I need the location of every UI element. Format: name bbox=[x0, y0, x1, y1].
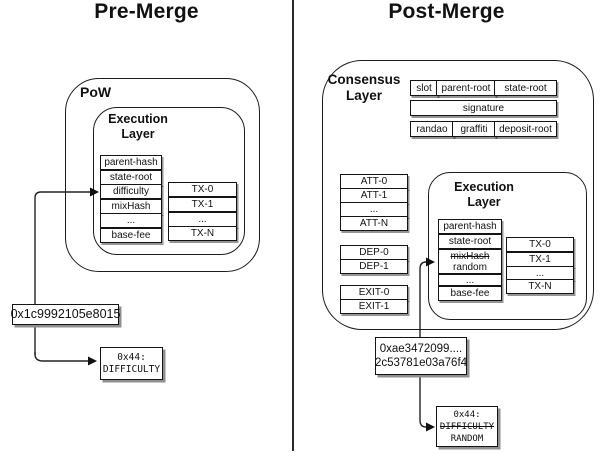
consensus-layer-container bbox=[322, 60, 594, 330]
pre-execution-layer-container bbox=[93, 107, 245, 255]
random-label: random bbox=[453, 261, 487, 273]
mixhash-struck-label: mixHash bbox=[450, 250, 490, 262]
cl-field-signature: signature bbox=[410, 100, 557, 116]
post-field-mixhash-random: mixHash random bbox=[438, 249, 502, 274]
post-tx-1: TX-1 bbox=[506, 252, 574, 267]
post-field-parent-hash: parent-hash bbox=[438, 219, 502, 234]
pow-label: PoW bbox=[80, 84, 112, 100]
cl-field-graffiti: graffiti bbox=[452, 121, 496, 137]
post-storage-slot-box: 0x44: DIFFICULTY RANDOM bbox=[436, 406, 498, 447]
post-tx-ellipsis: ... bbox=[506, 266, 574, 280]
pre-difficulty-hash-label: 0x1c9992105e8015 bbox=[11, 304, 120, 325]
pre-tx-0: TX-0 bbox=[168, 182, 237, 197]
post-field-state-root: state-root bbox=[438, 234, 502, 249]
pre-tx-ellipsis: ... bbox=[168, 211, 237, 227]
post-execution-layer-container bbox=[428, 172, 587, 320]
pre-field-difficulty: difficulty bbox=[100, 184, 162, 199]
pre-merge-title: Pre-Merge bbox=[94, 0, 199, 23]
cl-field-randao: randao bbox=[410, 121, 454, 137]
center-divider bbox=[292, 0, 294, 451]
cl-field-slot: slot bbox=[410, 80, 438, 96]
pre-field-ellipsis: ... bbox=[100, 213, 162, 228]
exit-0: EXIT-0 bbox=[340, 285, 408, 300]
att-ellipsis: ... bbox=[340, 202, 408, 217]
pre-field-parent-hash: parent-hash bbox=[100, 155, 162, 170]
pre-slot-arrow bbox=[34, 352, 97, 366]
post-slot-new-name: RANDOM bbox=[450, 433, 484, 444]
post-slot-old-name: DIFFICULTY bbox=[439, 421, 495, 432]
cl-field-deposit-root: deposit-root bbox=[494, 121, 557, 137]
pre-field-base-fee: base-fee bbox=[100, 228, 162, 243]
post-execution-layer-title: Execution Layer bbox=[454, 180, 514, 209]
exit-1: EXIT-1 bbox=[340, 299, 408, 314]
post-tx-0: TX-0 bbox=[506, 237, 574, 252]
att-1: ATT-1 bbox=[340, 188, 408, 203]
post-field-ellipsis: ... bbox=[438, 274, 502, 286]
pre-slot-name: DIFFICULTY bbox=[102, 363, 161, 375]
post-random-hash-label: 0xae3472099.... 2c53781e03a76f4 bbox=[375, 337, 467, 375]
cl-field-parent-root: parent-root bbox=[436, 80, 496, 96]
post-merge-title: Post-Merge bbox=[388, 0, 505, 23]
post-field-base-fee: base-fee bbox=[438, 286, 502, 301]
pre-slot-address: 0x44: bbox=[117, 351, 146, 363]
att-n: ATT-N bbox=[340, 216, 408, 231]
pre-field-state-root: state-root bbox=[100, 169, 162, 185]
pre-tx-n: TX-N bbox=[168, 226, 237, 241]
dep-1: DEP-1 bbox=[340, 259, 408, 274]
pre-storage-slot-box: 0x44: DIFFICULTY bbox=[100, 347, 163, 380]
pre-tx-1: TX-1 bbox=[168, 197, 237, 212]
att-0: ATT-0 bbox=[340, 174, 408, 189]
pow-container bbox=[65, 78, 260, 272]
post-tx-n: TX-N bbox=[506, 279, 574, 294]
post-slot-arrow bbox=[419, 373, 435, 432]
post-slot-address: 0x44: bbox=[453, 409, 481, 420]
cl-field-state-root: state-root bbox=[494, 80, 557, 96]
pre-execution-layer-title: Execution Layer bbox=[108, 112, 168, 141]
dep-0: DEP-0 bbox=[340, 245, 408, 260]
pre-field-mixhash: mixHash bbox=[100, 198, 162, 214]
consensus-layer-title: Consensus Layer bbox=[327, 72, 401, 103]
